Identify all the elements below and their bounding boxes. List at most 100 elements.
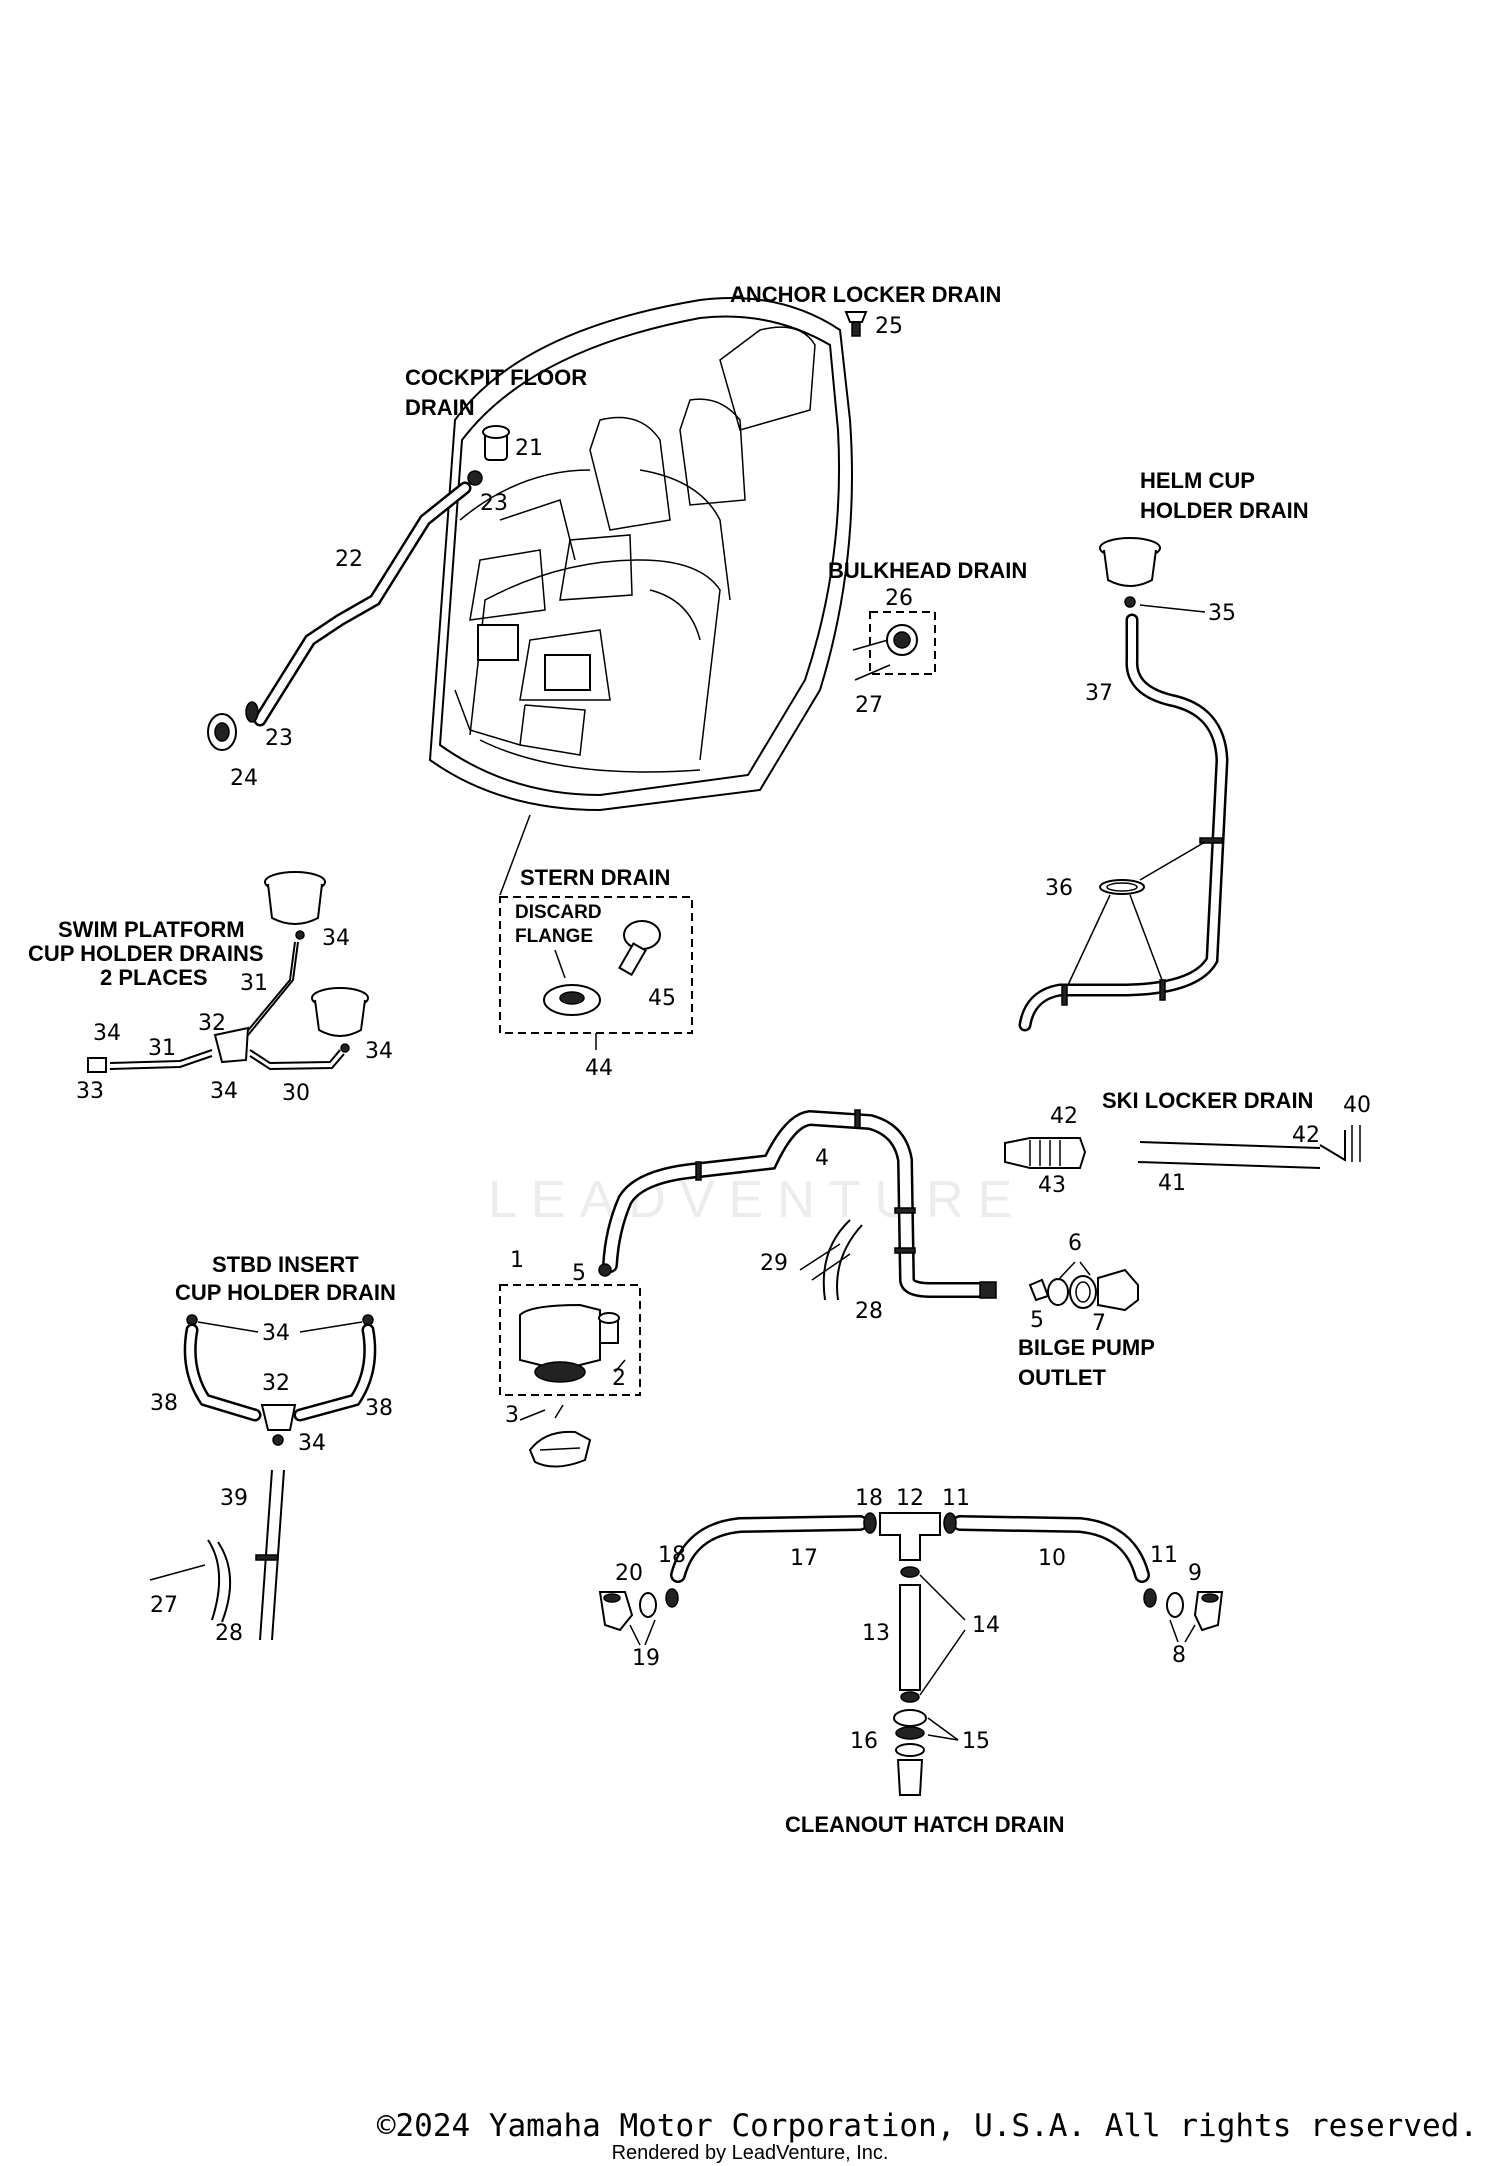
part-43-fitting — [1004, 1137, 1087, 1169]
watermark: LEADVENTURE — [488, 1171, 1027, 1229]
callout-3: 3 — [505, 1403, 519, 1428]
callout-27b: 27 — [150, 1593, 178, 1618]
part-13-hose — [899, 1584, 921, 1691]
label-bulkhead: BULKHEAD DRAIN — [828, 558, 1027, 583]
callout-42a: 42 — [1050, 1104, 1078, 1129]
part-45-plug — [623, 920, 661, 950]
helm-cup-holder-group: HELM CUP HOLDER DRAIN 35 37 36 — [1018, 468, 1309, 1032]
label-swim-platform: SWIM PLATFORM — [58, 917, 245, 942]
callout-23: 23 — [480, 491, 508, 516]
callout-34f: 34 — [298, 1431, 326, 1456]
label-swim-cup-holders: CUP HOLDER DRAINS — [28, 941, 264, 966]
label-cleanout: CLEANOUT HATCH DRAIN — [785, 1812, 1064, 1837]
callout-8: 8 — [1172, 1643, 1186, 1668]
cleanout-hatch-group: 17 10 12 18 11 13 14 15 16 CLEANOUT HATC… — [598, 1486, 1224, 1837]
callout-33: 33 — [76, 1079, 104, 1104]
label-discard: DISCARD — [515, 902, 602, 923]
label-helm-cup-drain: HOLDER DRAIN — [1140, 498, 1309, 523]
callout-37: 37 — [1085, 681, 1113, 706]
callout-35: 35 — [1208, 601, 1236, 626]
callout-45: 45 — [648, 986, 676, 1011]
rendered-by: Rendered by LeadVenture, Inc. — [611, 2142, 889, 2164]
callout-41: 41 — [1158, 1171, 1186, 1196]
part-7-gasket — [1069, 1275, 1097, 1309]
callout-16: 16 — [850, 1729, 878, 1754]
label-helm-cup: HELM CUP — [1140, 468, 1255, 493]
ski-locker-group: SKI LOCKER DRAIN 40 42 43 41 42 — [1004, 1088, 1371, 1198]
anchor-locker-group: ANCHOR LOCKER DRAIN 25 — [730, 282, 1001, 339]
part-20-gasket — [639, 1592, 657, 1618]
part-9-gasket — [1166, 1592, 1184, 1618]
label-cockpit-floor: COCKPIT FLOOR — [405, 365, 587, 390]
label-bilge-outlet: OUTLET — [1018, 1365, 1107, 1390]
callout-34d: 34 — [210, 1079, 238, 1104]
swim-platform-group: SWIM PLATFORM CUP HOLDER DRAINS 2 PLACES… — [28, 871, 393, 1106]
callout-6: 6 — [1068, 1231, 1082, 1256]
label-cockpit-floor-drain: DRAIN — [405, 395, 475, 420]
bilge-pump — [519, 1303, 601, 1372]
callout-34a: 34 — [322, 926, 350, 951]
callout-9: 9 — [1188, 1561, 1202, 1586]
callout-21: 21 — [515, 436, 543, 461]
callout-22: 22 — [335, 547, 363, 572]
callout-32a: 32 — [198, 1011, 226, 1036]
callout-23b: 23 — [265, 726, 293, 751]
bilge-outlet-fitting — [1097, 1268, 1139, 1312]
callout-5b: 5 — [1030, 1308, 1044, 1333]
callout-32b: 32 — [262, 1371, 290, 1396]
part-26-box — [869, 611, 936, 675]
callout-43: 43 — [1038, 1173, 1066, 1198]
callout-25: 25 — [875, 314, 903, 339]
callout-13: 13 — [862, 1621, 890, 1646]
callout-18b: 18 — [658, 1543, 686, 1568]
callout-2: 2 — [612, 1366, 626, 1391]
label-flange: FLANGE — [515, 926, 593, 947]
part-12-tee — [879, 1512, 941, 1561]
callout-4: 4 — [815, 1146, 829, 1171]
callout-17: 17 — [790, 1546, 818, 1571]
label-stern: STERN DRAIN — [520, 865, 670, 890]
part-36-clamp — [1099, 879, 1145, 895]
part-32-tee-stbd — [260, 1404, 297, 1431]
part-25-drain-plug — [844, 311, 868, 323]
part-33-plug — [87, 1057, 107, 1073]
callout-11a: 11 — [942, 1486, 970, 1511]
callout-36: 36 — [1045, 876, 1073, 901]
callout-38a: 38 — [150, 1391, 178, 1416]
callout-18a: 18 — [855, 1486, 883, 1511]
stern-drain-group: STERN DRAIN DISCARD FLANGE 45 44 — [499, 814, 693, 1081]
boat-hull — [428, 297, 853, 812]
label-bilge-pump: BILGE PUMP — [1018, 1335, 1155, 1360]
callout-19: 19 — [632, 1646, 660, 1671]
callout-12: 12 — [896, 1486, 924, 1511]
bilge-pump-group: 1 2 3 — [499, 1248, 641, 1468]
callout-28b: 28 — [215, 1621, 243, 1646]
callout-7: 7 — [1092, 1311, 1106, 1336]
stbd-insert-group: STBD INSERT CUP HOLDER DRAIN 34 38 38 32… — [149, 1252, 396, 1646]
callout-31b: 31 — [148, 1036, 176, 1061]
part-15-nut — [893, 1709, 927, 1727]
part-32-tee — [213, 1026, 250, 1064]
callout-27: 27 — [855, 693, 883, 718]
callout-38b: 38 — [365, 1396, 393, 1421]
callout-30: 30 — [282, 1081, 310, 1106]
part-23-clamp — [467, 470, 483, 486]
callout-10: 10 — [1038, 1546, 1066, 1571]
callout-1: 1 — [510, 1248, 524, 1273]
callout-14: 14 — [972, 1613, 1000, 1638]
callout-40: 40 — [1343, 1093, 1371, 1118]
callout-15: 15 — [962, 1729, 990, 1754]
label-swim-places: 2 PLACES — [100, 965, 208, 990]
copyright-notice: ©2024 Yamaha Motor Corporation, U.S.A. A… — [376, 2108, 1478, 2144]
callout-11b: 11 — [1150, 1543, 1178, 1568]
bilge-hose-group: 4 5 29 28 — [572, 1109, 997, 1324]
callout-26: 26 — [885, 586, 913, 611]
label-stbd-insert: STBD INSERT — [212, 1252, 359, 1277]
bilge-outlet-group: 5 6 7 BILGE PUMP OUTLET — [1018, 1231, 1155, 1390]
callout-31a: 31 — [240, 971, 268, 996]
part-16-gasket — [895, 1743, 925, 1757]
part-5-clamp — [1028, 1278, 1050, 1302]
callout-5a: 5 — [572, 1261, 586, 1286]
callout-34e: 34 — [262, 1321, 290, 1346]
